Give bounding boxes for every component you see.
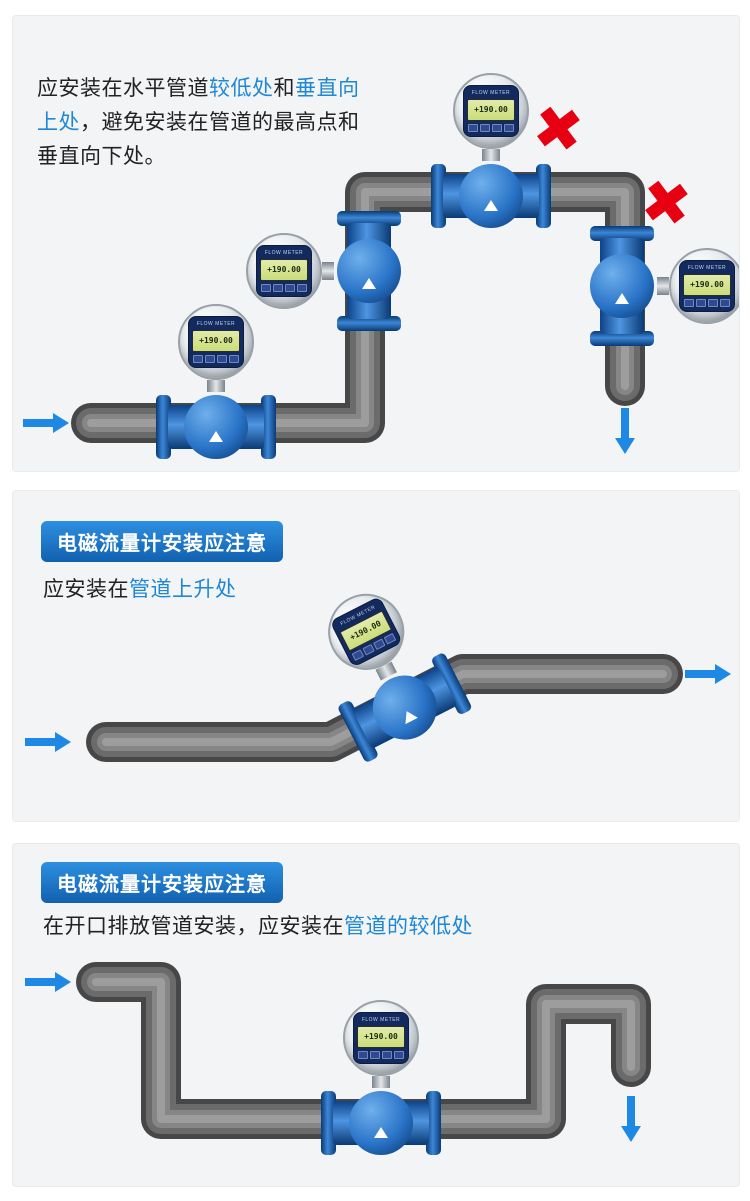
- flowmeter-vertical-rising: FLOW METER +190.00: [246, 211, 404, 331]
- flow-arrow-right-icon: [685, 664, 731, 684]
- notice-badge: 电磁流量计安装应注意: [41, 862, 283, 903]
- instruction-segment: 和: [273, 77, 295, 100]
- flowmeter-low-point: FLOW METER +190.00: [321, 1000, 441, 1158]
- flow-arrow-down-icon: [615, 408, 635, 454]
- flowmeter-neck: [372, 1076, 390, 1088]
- panel-horizontal-install: 应安装在水平管道较低处和垂直向上处，避免安装在管道的最高点和垂直向下处。 FLO…: [12, 15, 740, 472]
- flowmeter-screen-value: +190.00: [364, 1031, 398, 1041]
- flowmeter-neck: [207, 380, 225, 392]
- flowmeter-screen-value: +190.00: [267, 264, 301, 274]
- warning-label-icon: [209, 431, 223, 443]
- instruction-highlight: 管道上升处: [129, 578, 237, 601]
- warning-label-icon: [615, 293, 629, 305]
- flowmeter-screen-value: +190.00: [348, 618, 383, 642]
- flowmeter-brand-label: FLOW METER: [471, 89, 511, 96]
- flowmeter-low-horizontal: FLOW METER +190.00: [156, 304, 276, 462]
- flowmeter-screen: +190.00: [683, 273, 731, 296]
- flowmeter-brand-label: FLOW METER: [196, 320, 236, 327]
- instruction-segment: 在开口排放管道安装，应安装在: [43, 915, 344, 938]
- flowmeter-display-head: FLOW METER +190.00: [246, 233, 322, 309]
- wrong-x-icon: ✖: [636, 165, 696, 243]
- flowmeter-screen-value: +190.00: [199, 335, 233, 345]
- flowmeter-panel: FLOW METER +190.00: [188, 316, 244, 368]
- flowmeter-sensor: [590, 254, 654, 318]
- instruction-highlight: 管道的较低处: [344, 915, 473, 938]
- flowmeter-panel: FLOW METER +190.00: [353, 1012, 409, 1064]
- flowmeter-screen: +190.00: [357, 1025, 405, 1048]
- flow-arrow-right-icon: [25, 972, 71, 992]
- flowmeter-screen: +190.00: [467, 98, 515, 121]
- flowmeter-sensor: [349, 1091, 413, 1155]
- flowmeter-keypad: [358, 1050, 404, 1059]
- flowmeter-sensor: [459, 164, 523, 228]
- instruction-segment: 应安装在水平管道: [37, 77, 209, 100]
- flowmeter-body: [321, 1088, 441, 1158]
- instruction-text: 应安装在水平管道较低处和垂直向上处，避免安装在管道的最高点和垂直向下处。: [37, 72, 375, 174]
- flowmeter-screen: +190.00: [192, 329, 240, 352]
- flowmeter-screen-value: +190.00: [690, 279, 724, 289]
- flowmeter-neck: [482, 149, 500, 161]
- flowmeter-vertical-down: FLOW METER +190.00: [587, 226, 739, 346]
- flowmeter-keypad: [193, 354, 239, 363]
- flowmeter-keypad: [261, 283, 307, 292]
- instruction-text: 应安装在管道上升处: [43, 573, 237, 607]
- flowmeter-body: [587, 226, 657, 346]
- instruction-segment: ，避免安装在管道的最高点和垂直向下处。: [37, 111, 360, 168]
- pipe-run: [76, 962, 651, 1139]
- flowmeter-sensor: [337, 239, 401, 303]
- panel-rising-install: 电磁流量计安装应注意 应安装在管道上升处 FLOW METER +190.00: [12, 490, 740, 822]
- flowmeter-highest-point: FLOW METER +190.00: [431, 73, 551, 231]
- flowmeter-display-head: FLOW METER +190.00: [669, 248, 739, 324]
- flowmeter-sensor: [184, 395, 248, 459]
- flowmeter-brand-label: FLOW METER: [687, 264, 727, 271]
- flowmeter-panel: FLOW METER +190.00: [256, 245, 312, 297]
- warning-label-icon: [484, 200, 498, 212]
- flowmeter-display-head: FLOW METER +190.00: [178, 304, 254, 380]
- warning-label-icon: [374, 1127, 388, 1139]
- flowmeter-panel: FLOW METER +190.00: [329, 595, 403, 668]
- instruction-segment: 应安装在: [43, 578, 129, 601]
- instruction-highlight: 垂直向上处: [37, 77, 360, 134]
- flowmeter-screen-value: +190.00: [474, 104, 508, 114]
- flowmeter-keypad: [468, 123, 514, 132]
- flow-arrow-down-icon: [621, 1096, 641, 1142]
- flowmeter-body: [431, 161, 551, 231]
- flowmeter-brand-label: FLOW METER: [264, 249, 304, 256]
- flowmeter-display-head: FLOW METER +190.00: [343, 1000, 419, 1076]
- flow-arrow-right-icon: [25, 732, 71, 752]
- flowmeter-screen: +190.00: [260, 258, 308, 281]
- flowmeter-neck: [322, 262, 334, 280]
- flowmeter-body: [156, 392, 276, 462]
- instruction-highlight: 较低处: [209, 77, 274, 100]
- flowmeter-keypad: [684, 298, 730, 307]
- flowmeter-brand-label: FLOW METER: [361, 1016, 401, 1023]
- flowmeter-panel: FLOW METER +190.00: [463, 85, 519, 137]
- flowmeter-display-head: FLOW METER +190.00: [453, 73, 529, 149]
- flowmeter-body: [334, 211, 404, 331]
- flow-arrow-right-icon: [23, 413, 69, 433]
- flowmeter-neck: [657, 277, 669, 295]
- instruction-text: 在开口排放管道安装，应安装在管道的较低处: [43, 910, 473, 944]
- flowmeter-panel: FLOW METER +190.00: [679, 260, 735, 312]
- wrong-x-icon: ✖: [528, 91, 588, 169]
- notice-badge: 电磁流量计安装应注意: [41, 521, 283, 562]
- panel-open-discharge-install: 电磁流量计安装应注意 在开口排放管道安装，应安装在管道的较低处 FLOW MET…: [12, 843, 740, 1187]
- warning-label-icon: [362, 278, 376, 290]
